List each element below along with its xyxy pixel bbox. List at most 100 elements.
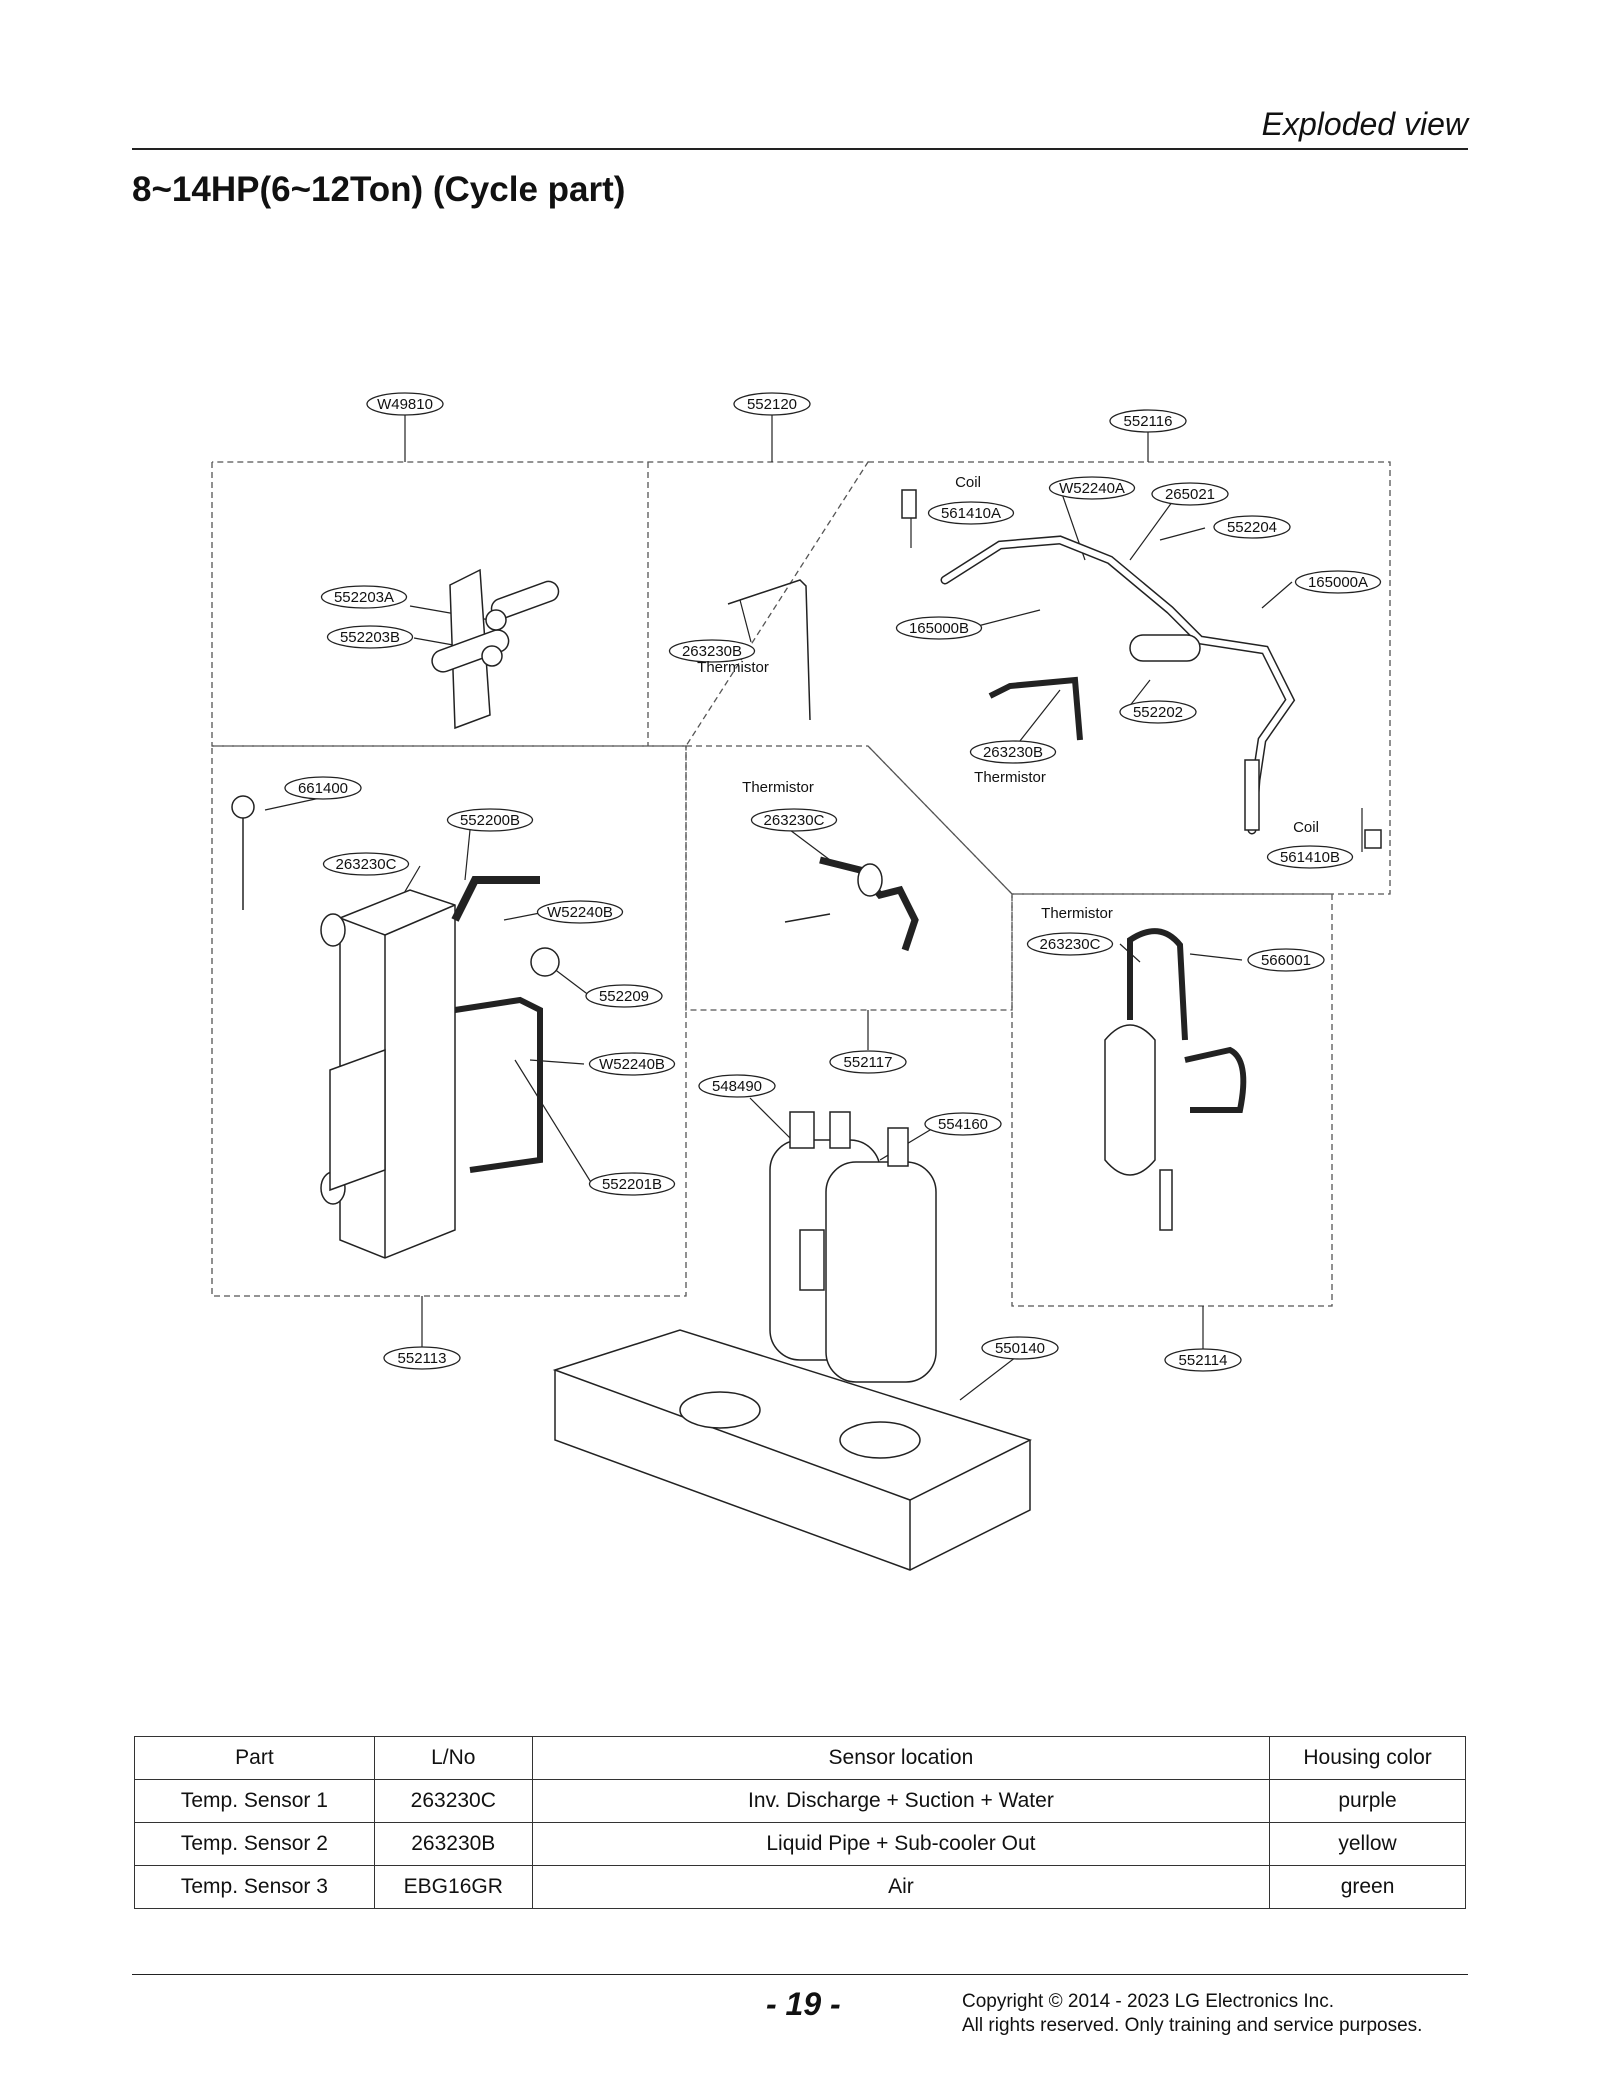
- part-number-label: W52240B: [599, 1056, 665, 1073]
- part-tag-p552203b: 552203B: [326, 625, 414, 649]
- part-number-label: 263230B: [983, 744, 1043, 761]
- part-tag-p552120: 552120: [733, 392, 811, 416]
- part-number-label: 552200B: [460, 812, 520, 829]
- table-row: Temp. Sensor 1 263230C Inv. Discharge + …: [134, 1779, 1466, 1823]
- part-number-label: 552113: [398, 1350, 447, 1367]
- part-tag-w52240b_2: W52240B: [588, 1052, 676, 1076]
- part-number-label: 548490: [712, 1078, 762, 1095]
- part-tag-p552200b: 552200B: [446, 808, 534, 832]
- group-box-552117: [685, 745, 1013, 1011]
- part-tag-p566001: 566001: [1247, 948, 1325, 972]
- part-tag-p661400: 661400: [284, 776, 362, 800]
- part-number-label: 552202: [1133, 704, 1183, 721]
- compressor-right: [825, 1161, 937, 1383]
- part-tag-p263230b_1: 263230B: [668, 639, 756, 663]
- part-number-label: 263230C: [764, 812, 825, 829]
- part-tag-p552203a: 552203A: [320, 585, 408, 609]
- group-box-552114: [1011, 893, 1333, 1307]
- part-number-label: 263230B: [682, 643, 742, 660]
- cell-part: Temp. Sensor 2: [134, 1822, 375, 1866]
- thermistor-fitting: [819, 856, 919, 952]
- part-number-label: 550140: [995, 1340, 1045, 1357]
- part-number-label: 552204: [1227, 519, 1277, 536]
- part-tag-p561410a: 561410A: [927, 501, 1015, 525]
- part-tag-p263230b_2: 263230B: [969, 740, 1057, 764]
- part-tag-p552204: 552204: [1213, 515, 1291, 539]
- part-tag-w49810: W49810: [366, 392, 444, 416]
- part-tag-p552201b: 552201B: [588, 1172, 676, 1196]
- part-number-label: 165000A: [1308, 574, 1368, 591]
- part-tag-p263230c_3: 263230C: [1026, 932, 1114, 956]
- part-tag-p552209: 552209: [585, 984, 663, 1008]
- caption-thermistor_3: Thermistor: [742, 779, 814, 796]
- four-way-piping: [940, 535, 1296, 835]
- part-tag-p550140: 550140: [981, 1336, 1059, 1360]
- cell-sensor-location: Inv. Discharge + Suction + Water: [531, 1779, 1271, 1823]
- part-number-label: 165000B: [909, 620, 969, 637]
- part-tag-p165000a: 165000A: [1294, 570, 1382, 594]
- header-rule: [132, 148, 1468, 150]
- part-number-label: 552114: [1179, 1352, 1228, 1369]
- part-number-label: 661400: [298, 780, 348, 797]
- part-number-label: 263230C: [336, 856, 397, 873]
- part-number-label: W52240B: [547, 904, 613, 921]
- part-number-label: 552116: [1124, 413, 1173, 430]
- part-tag-p263230c_2: 263230C: [750, 808, 838, 832]
- cell-housing-color: yellow: [1269, 1822, 1466, 1866]
- cell-part: Temp. Sensor 1: [134, 1779, 375, 1823]
- cell-lno: 263230B: [373, 1822, 533, 1866]
- part-number-label: 566001: [1261, 952, 1311, 969]
- header-part: Part: [134, 1736, 375, 1780]
- cell-lno: 263230C: [373, 1779, 533, 1823]
- caption-thermistor_4: Thermistor: [1041, 905, 1113, 922]
- part-tag-p263230c_1: 263230C: [322, 852, 410, 876]
- thermistor-tube: [727, 579, 811, 721]
- caption-thermistor_2: Thermistor: [974, 769, 1046, 786]
- rights-line: All rights reserved. Only training and s…: [962, 2015, 1423, 2036]
- four-way-valve: [1129, 634, 1201, 662]
- part-number-label: 561410A: [941, 505, 1001, 522]
- cell-sensor-location: Liquid Pipe + Sub-cooler Out: [531, 1822, 1271, 1866]
- table-row: Temp. Sensor 2 263230B Liquid Pipe + Sub…: [134, 1822, 1466, 1866]
- part-tag-p552202: 552202: [1119, 700, 1197, 724]
- cell-lno: EBG16GR: [373, 1865, 533, 1909]
- part-number-label: W49810: [377, 396, 433, 413]
- part-number-label: 552120: [747, 396, 797, 413]
- group-box-552120: [211, 461, 870, 747]
- group-box-552116: [867, 461, 1391, 895]
- caption-thermistor_1: Thermistor: [697, 659, 769, 676]
- sensor-ring-661400: [231, 795, 255, 819]
- section-header: Exploded view: [1261, 106, 1468, 142]
- cell-part: Temp. Sensor 3: [134, 1865, 375, 1909]
- page-number: - 19 -: [766, 1986, 841, 2022]
- copyright-line: Copyright © 2014 - 2023 LG Electronics I…: [962, 1991, 1335, 2012]
- part-number-label: 554160: [938, 1116, 988, 1133]
- part-tag-p165000b: 165000B: [895, 616, 983, 640]
- part-tag-p561410b: 561410B: [1266, 845, 1354, 869]
- part-tag-p552116: 552116: [1109, 409, 1187, 433]
- sensor-table: Part L/No Sensor location Housing color …: [134, 1736, 1466, 1909]
- footer-rule: [132, 1974, 1468, 1975]
- part-tag-p265021: 265021: [1151, 482, 1229, 506]
- header-sensor-location: Sensor location: [531, 1736, 1271, 1780]
- caption-coil_1: Coil: [955, 474, 981, 491]
- page-title: 8~14HP(6~12Ton) (Cycle part): [132, 170, 626, 209]
- header-lno: L/No: [373, 1736, 533, 1780]
- part-tag-p552117: 552117: [829, 1050, 907, 1074]
- part-tag-w52240b_1: W52240B: [536, 900, 624, 924]
- part-tag-p552114: 552114: [1164, 1348, 1242, 1372]
- part-number-label: 552117: [844, 1054, 893, 1071]
- cell-housing-color: purple: [1269, 1779, 1466, 1823]
- part-number-label: 263230C: [1040, 936, 1101, 953]
- exploded-view-diagram: W49810 552120 552116 561410A W52240A 265021 55…: [211, 392, 1391, 1571]
- part-tag-w52240a: W52240A: [1048, 476, 1136, 500]
- copyright-notice: Copyright © 2014 - 2023 LG Electronics I…: [962, 1990, 1422, 2038]
- part-tag-p548490: 548490: [698, 1074, 776, 1098]
- part-tag-p554160: 554160: [924, 1112, 1002, 1136]
- part-number-label: 265021: [1165, 486, 1215, 503]
- group-box-552113: [211, 745, 687, 1297]
- part-number-label: W52240A: [1059, 480, 1125, 497]
- part-number-label: 561410B: [1280, 849, 1340, 866]
- part-number-label: 552203B: [340, 629, 400, 646]
- header-housing-color: Housing color: [1269, 1736, 1466, 1780]
